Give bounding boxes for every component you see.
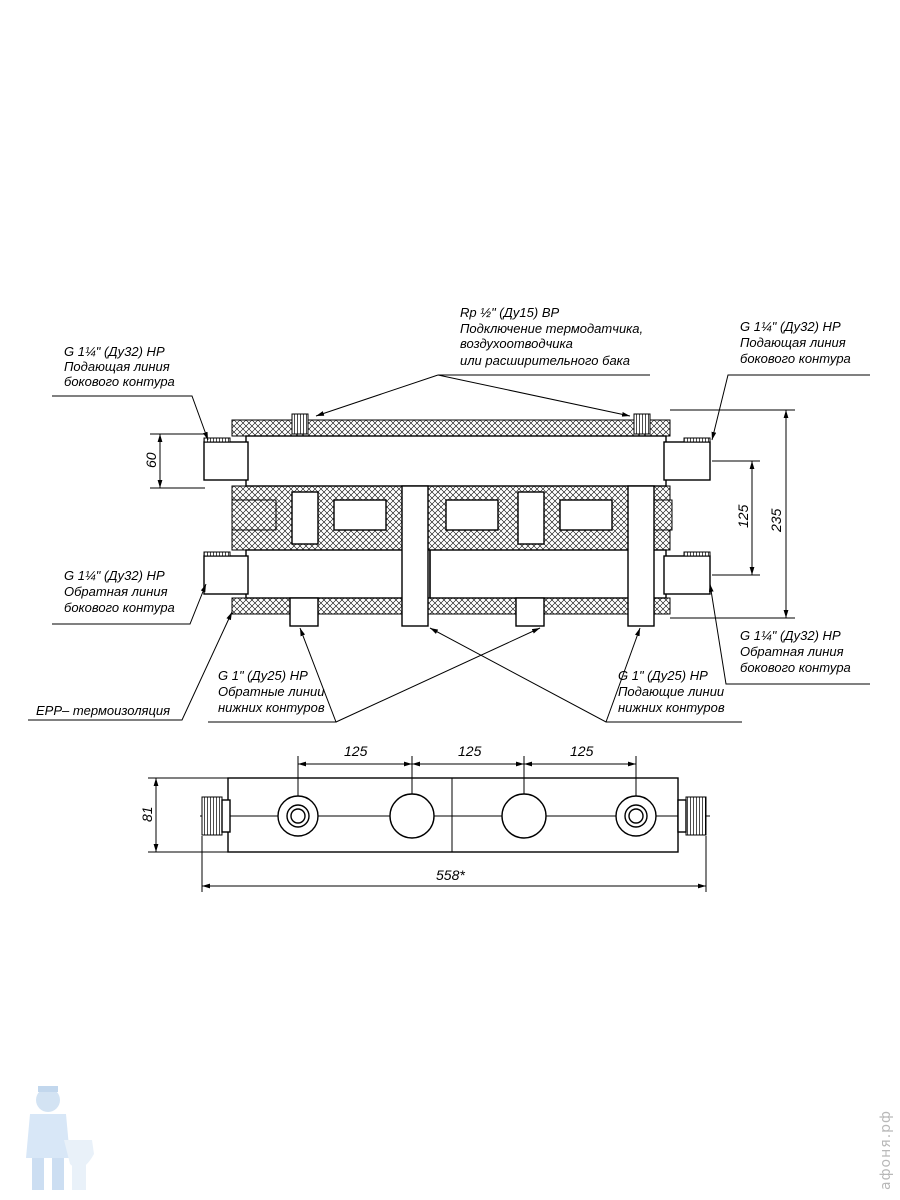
plumber-mascot-icon [26,1086,94,1190]
plan-outlet-large-left [389,793,435,839]
top-left-sensor-port [291,413,309,435]
lower-left-thread [203,551,231,557]
dim-plan-height: 81 [139,806,155,822]
insulation-window [517,491,545,545]
upper-header-pipe [245,435,667,487]
insulation-window [445,499,499,531]
label-supply-lower-line1: G 1" (Ду25) НР [618,668,708,683]
plan-right-thread [685,796,707,836]
lower-right-nozzle [663,555,711,595]
front-dimensions: 60 125 235 [143,409,795,619]
upper-right-nozzle [663,441,711,481]
label-bottom-right-line1: G 1¼" (Ду32) НР [740,628,841,643]
lower-outlet-right [515,597,545,627]
label-bottom-right-line2: Обратная линия [740,644,844,659]
dim-total-length: 558* [436,867,465,883]
label-top-left-line2: Подающая линия [64,359,170,374]
label-return-lower-line3: нижних контуров [218,700,325,715]
label-epp: EPP– термоизоляция [36,703,170,718]
upper-right-thread [683,437,711,443]
plan-outlet-small-right-core [628,808,644,824]
insulation-window [559,499,613,531]
plan-dimensions: 125 125 125 81 558* [139,743,707,892]
upper-left-thread [203,437,231,443]
label-bottom-right-line3: бокового контура [740,660,851,675]
label-top-right-line1: G 1¼" (Ду32) НР [740,319,841,334]
plan-outlet-small-left-core [290,808,306,824]
annotations: G 1¼" (Ду32) НР Подающая линия бокового … [28,305,870,723]
plan-right-nipple [677,799,687,833]
plan-outlet-large-right [501,793,547,839]
lower-outlet-left [289,597,319,627]
riser-pipe-right [627,485,655,627]
label-top-right-line2: Подающая линия [740,335,846,350]
plan-left-thread [201,796,223,836]
label-mid-left-line3: бокового контура [64,600,175,615]
label-supply-lower-line3: нижних контуров [618,700,725,715]
epp-insulation-left-tab [231,499,277,531]
insulation-window [291,491,319,545]
lower-header-pipe [245,549,667,599]
insulation-window [333,499,387,531]
dim-pipe-height: 60 [143,452,159,468]
section-view [203,413,711,627]
dim-outlet-spacing-1: 125 [344,743,368,759]
dim-outlet-spacing-2: 125 [458,743,482,759]
plan-left-nipple [221,799,231,833]
label-return-lower-line1: G 1" (Ду25) НР [218,668,308,683]
label-return-lower-line2: Обратные линии [218,684,324,699]
dim-axis-spacing: 125 [735,504,751,528]
label-top-center-line3: воздухоотводчика [460,336,573,351]
lower-right-thread [683,551,711,557]
riser-pipe-left [401,485,429,627]
top-right-sensor-port [633,413,651,435]
label-top-left-line3: бокового контура [64,374,175,389]
upper-left-nozzle [203,441,249,481]
label-top-right-line3: бокового контура [740,351,851,366]
lower-left-nozzle [203,555,249,595]
label-supply-lower-line2: Подающие линии [618,684,724,699]
label-top-left-line1: G 1¼" (Ду32) НР [64,344,165,359]
label-mid-left-line2: Обратная линия [64,584,168,599]
label-top-center-line1: Rp ½" (Ду15) ВР [460,305,559,320]
watermark: афоня.рф [878,1110,894,1190]
dim-total-height: 235 [768,508,784,533]
label-top-center-line2: Подключение термодатчика, [460,321,643,336]
label-top-center-line4: или расширительного бака [460,353,630,368]
label-mid-left-line1: G 1¼" (Ду32) НР [64,568,165,583]
dim-outlet-spacing-3: 125 [570,743,594,759]
plan-view [200,777,710,853]
